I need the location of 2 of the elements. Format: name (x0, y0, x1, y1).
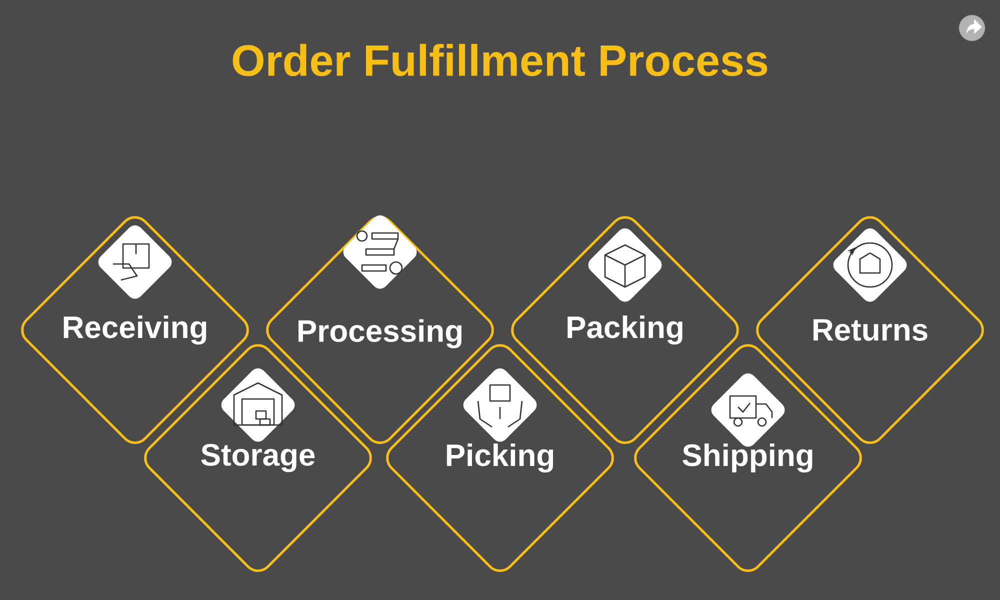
title: Order Fulfillment Process (232, 44, 768, 76)
diamond-card: Storage (144, 344, 372, 572)
